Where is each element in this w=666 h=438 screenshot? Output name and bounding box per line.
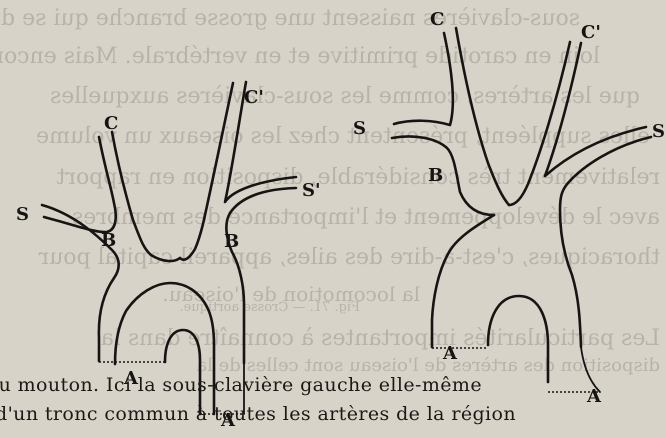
- right-label-c-prime: C': [581, 22, 601, 43]
- right-body-left-edge: [432, 215, 494, 338]
- left-label-c-prime: C': [244, 87, 264, 108]
- right-label-c: C: [430, 9, 444, 30]
- body-text-line-2: d'un tronc commun à toutes les artères d…: [0, 403, 666, 425]
- right-label-b: B: [428, 165, 443, 186]
- left-label-s-prime: S': [302, 180, 321, 201]
- right-vessel-s-right-lower: [560, 137, 651, 347]
- left-label-b-right: B: [224, 231, 239, 252]
- right-aortic-diagram: C C' S S B A A: [353, 9, 665, 407]
- right-label-s-left: S: [353, 118, 366, 139]
- right-inner-arch: [488, 296, 548, 382]
- right-vessel-cprime-right: [545, 43, 646, 176]
- left-vessel-c-branch: [112, 132, 180, 261]
- left-vessel-s-branch-lower: [44, 137, 116, 232]
- left-inner-arch: [165, 330, 200, 414]
- left-label-b-left: B: [101, 230, 116, 251]
- right-vessel-s-upper: [394, 33, 453, 125]
- body-text-line-1: du mouton. Ici la sous-clavière gauche e…: [0, 374, 666, 396]
- right-vessel-c-right: [456, 28, 509, 205]
- left-label-c: C: [104, 113, 118, 134]
- right-label-s-right: S: [652, 121, 665, 142]
- left-vessel-sprime-lower: [226, 188, 296, 363]
- right-label-a-left: A: [442, 343, 458, 364]
- left-label-s: S: [16, 204, 29, 225]
